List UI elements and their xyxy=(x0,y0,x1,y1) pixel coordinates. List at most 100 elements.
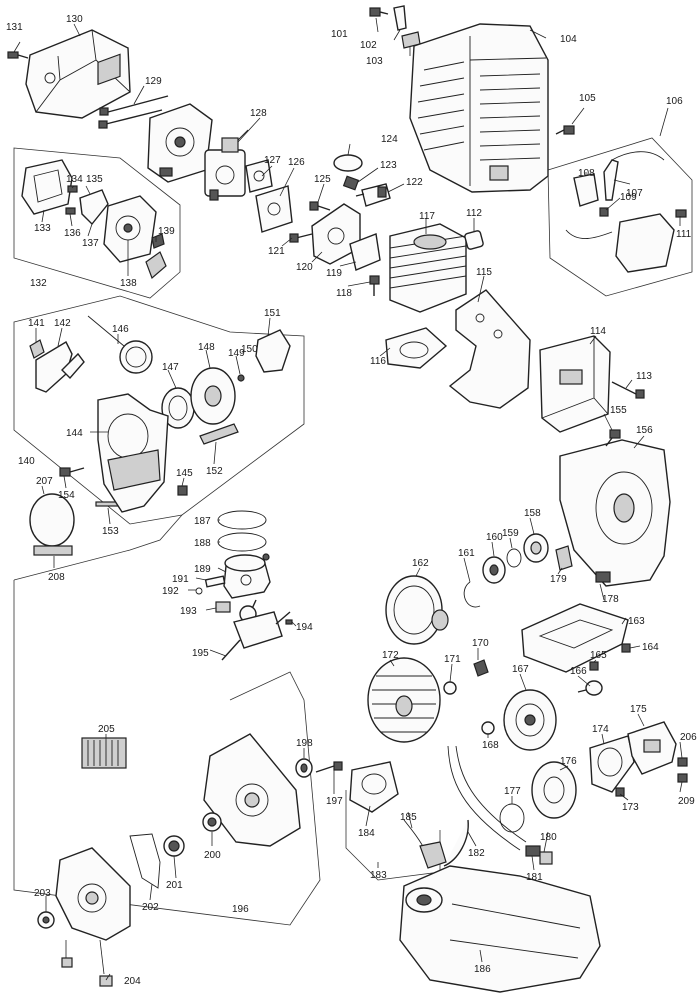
label-123: 123 xyxy=(380,160,397,171)
label-106: 106 xyxy=(666,96,683,107)
label-158: 158 xyxy=(524,508,541,519)
filter-element xyxy=(103,195,167,280)
group-outline-140 xyxy=(13,295,305,525)
label-129: 129 xyxy=(145,76,162,87)
label-179: 179 xyxy=(550,574,567,585)
label-126: 126 xyxy=(288,157,305,168)
parts xyxy=(7,5,688,993)
part-labels: 101 102 103 104 105 106 107 108 109 111 … xyxy=(6,14,697,987)
label-144: 144 xyxy=(66,428,83,439)
decals xyxy=(29,493,75,556)
group-outline-196b xyxy=(13,580,321,926)
heat-shield xyxy=(448,289,531,409)
label-189: 189 xyxy=(194,564,211,575)
label-165: 165 xyxy=(590,650,607,661)
housing-screw xyxy=(605,429,621,447)
crankcase-half-b xyxy=(55,847,131,941)
label-163: 163 xyxy=(628,616,645,627)
label-201: 201 xyxy=(166,880,183,891)
label-205: 205 xyxy=(98,724,115,735)
label-137: 137 xyxy=(82,238,99,249)
group-outline-132 xyxy=(13,147,181,299)
label-140: 140 xyxy=(18,456,35,467)
label-121: 121 xyxy=(268,246,285,257)
label-150: 150 xyxy=(241,344,258,355)
label-167: 167 xyxy=(512,664,529,675)
piston-pin-parts xyxy=(195,575,231,613)
label-135: 135 xyxy=(86,174,103,185)
label-109: 109 xyxy=(620,192,637,203)
starter-parts xyxy=(29,315,291,507)
label-151: 151 xyxy=(264,308,281,319)
clutch-bearing-set xyxy=(463,533,573,608)
label-131: 131 xyxy=(6,22,23,33)
label-141: 141 xyxy=(28,318,45,329)
label-149: 149 xyxy=(228,348,245,359)
label-188: 188 xyxy=(194,538,211,549)
crankcase-gasket xyxy=(129,833,161,889)
label-124: 124 xyxy=(381,134,398,145)
label-175: 175 xyxy=(630,704,647,715)
clutch-shoes xyxy=(503,689,557,751)
label-102: 102 xyxy=(360,40,377,51)
label-162: 162 xyxy=(412,558,429,569)
cylinder xyxy=(389,223,467,313)
long-bolts xyxy=(98,95,169,129)
label-153: 153 xyxy=(102,526,119,537)
label-206: 206 xyxy=(680,732,697,743)
label-118: 118 xyxy=(336,288,352,299)
label-170: 170 xyxy=(472,638,489,649)
label-178: 178 xyxy=(602,594,619,605)
label-202: 202 xyxy=(142,902,159,913)
label-142: 142 xyxy=(54,318,71,329)
label-125: 125 xyxy=(314,174,331,185)
label-168: 168 xyxy=(482,740,499,751)
air-cleaner-cover xyxy=(25,29,131,119)
carburetor xyxy=(204,129,249,201)
label-128: 128 xyxy=(250,108,267,119)
screw-131 xyxy=(7,51,29,59)
manifold-bolts xyxy=(289,201,331,243)
starter-bolt xyxy=(59,467,85,477)
label-208: 208 xyxy=(48,572,65,583)
spark-plug-parts xyxy=(333,154,391,207)
label-171: 171 xyxy=(444,654,461,665)
label-120: 120 xyxy=(296,262,313,273)
group-outlines xyxy=(13,137,693,926)
foam-filter xyxy=(21,159,73,215)
bearings xyxy=(163,812,222,857)
label-198: 198 xyxy=(296,738,313,749)
group-outline-196 xyxy=(13,514,183,581)
label-139: 139 xyxy=(158,226,175,237)
label-196: 196 xyxy=(232,904,249,915)
label-101: 101 xyxy=(331,29,348,40)
clutch-drum xyxy=(385,575,449,645)
label-184: 184 xyxy=(358,828,375,839)
fuel-tank xyxy=(399,865,601,993)
starter-housing xyxy=(97,393,169,513)
cylinder-bolt xyxy=(369,275,380,296)
label-115: 115 xyxy=(476,267,492,278)
label-194: 194 xyxy=(296,622,313,633)
label-133: 133 xyxy=(34,223,51,234)
label-166: 166 xyxy=(570,666,587,677)
label-203: 203 xyxy=(34,888,51,899)
label-104: 104 xyxy=(560,34,577,45)
label-103: 103 xyxy=(366,56,383,67)
label-155: 155 xyxy=(610,405,627,416)
filter-bracket xyxy=(65,185,109,226)
label-117: 117 xyxy=(419,211,435,222)
muffler xyxy=(539,335,611,433)
clutch-housing xyxy=(559,439,671,587)
seal-and-bolt xyxy=(295,758,343,778)
label-159: 159 xyxy=(502,528,519,539)
label-134: 134 xyxy=(66,174,83,185)
label-116: 116 xyxy=(370,356,386,367)
label-186: 186 xyxy=(474,964,491,975)
piston xyxy=(223,553,271,599)
label-160: 160 xyxy=(486,532,503,543)
label-176: 176 xyxy=(560,756,577,767)
cover-fasteners xyxy=(369,5,421,49)
flywheel xyxy=(367,657,441,743)
